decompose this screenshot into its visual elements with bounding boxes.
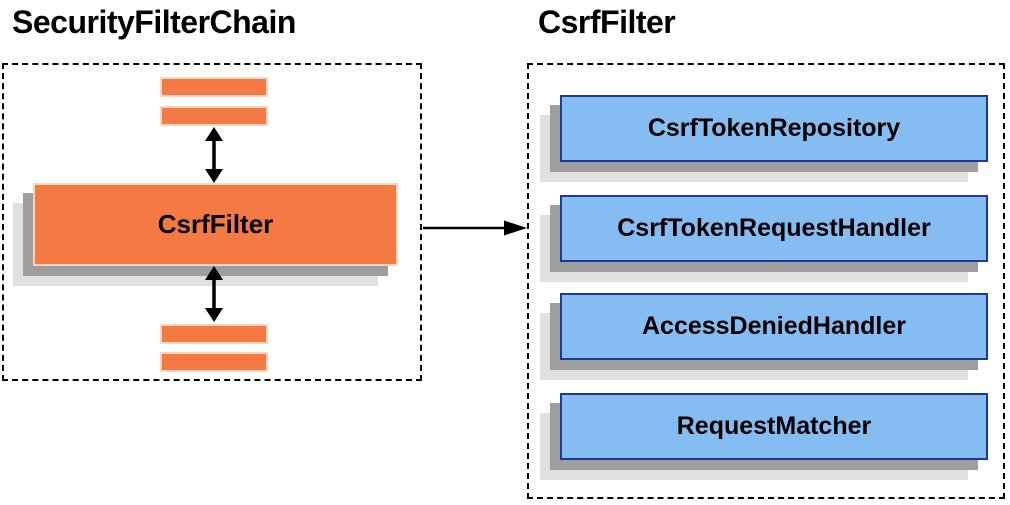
component-label: RequestMatcher xyxy=(676,412,872,440)
component-box-csrf-token-repository: CsrfTokenRepository xyxy=(560,95,988,162)
component-label: CsrfTokenRepository xyxy=(647,114,901,142)
csrf-filter-box-label: CsrfFilter xyxy=(157,209,274,239)
filter-placeholder-bar xyxy=(160,77,268,97)
filter-placeholder-bar xyxy=(160,324,268,344)
bidirectional-arrow-top xyxy=(205,127,223,183)
filter-placeholder-bar xyxy=(160,352,268,372)
csrf-filter-box: CsrfFilter xyxy=(33,183,398,266)
component-label: CsrfTokenRequestHandler xyxy=(617,214,931,242)
csrf-filter-link-arrow xyxy=(423,220,527,236)
filter-placeholder-bar xyxy=(160,106,268,126)
component-box-csrf-token-request-handler: CsrfTokenRequestHandler xyxy=(560,195,988,262)
component-label: AccessDeniedHandler xyxy=(641,312,906,340)
component-box-request-matcher: RequestMatcher xyxy=(560,393,988,460)
component-box-access-denied-handler: AccessDeniedHandler xyxy=(560,293,988,360)
security-filter-chain-panel: CsrfFilter xyxy=(2,63,422,381)
bidirectional-arrow-bottom xyxy=(205,266,223,322)
csrf-filter-title: CsrfFilter xyxy=(538,4,676,40)
security-filter-chain-title: SecurityFilterChain xyxy=(12,4,296,40)
csrf-filter-panel: CsrfTokenRepository CsrfTokenRequestHand… xyxy=(527,63,1005,499)
